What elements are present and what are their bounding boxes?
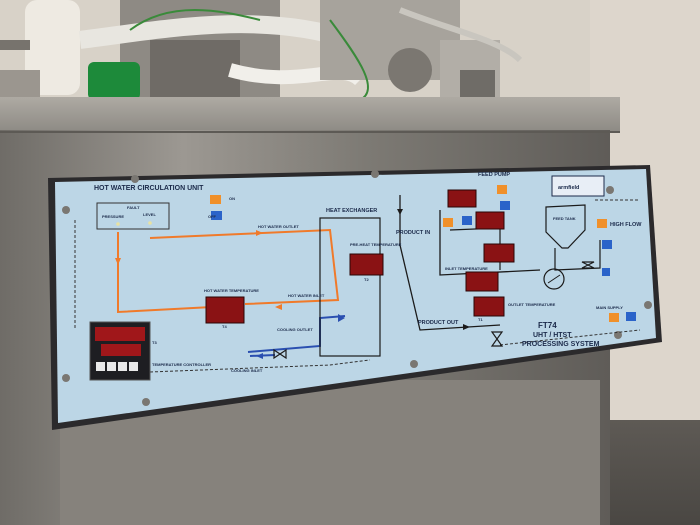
controller-key-4[interactable]: [129, 362, 138, 371]
hot-water-temperature-label: HOT WATER TEMPERATURE: [204, 288, 259, 293]
off-label: OFF: [208, 214, 217, 219]
temperature-controller-label: TEMPERATURE CONTROLLER: [152, 362, 211, 367]
display-outlet: [473, 296, 505, 317]
feed-pump-on-button[interactable]: [497, 185, 507, 194]
t4-label: T4: [222, 324, 227, 329]
hwc-on-button[interactable]: [210, 195, 221, 204]
fault-label: FAULT: [127, 205, 140, 210]
product-in-label: PRODUCT IN: [396, 230, 430, 236]
model-sub2-label: PROCESSING SYSTEM: [522, 341, 600, 348]
high-flow-off-button[interactable]: [602, 240, 612, 249]
pressure-label: PRESSURE: [102, 214, 124, 219]
feed-pump-up-button[interactable]: [443, 218, 453, 227]
display-t2: [349, 253, 384, 276]
controller-display-lower: [101, 344, 141, 356]
cooling-inlet-label: COOLING INLET: [231, 368, 263, 373]
level-lamp: [148, 221, 152, 225]
feed-pump-symbol: [543, 268, 565, 290]
display-t4: [205, 296, 245, 324]
display-p1: [447, 189, 477, 208]
main-supply-off-button[interactable]: [626, 312, 636, 321]
on-label: ON: [229, 196, 235, 201]
level-label: LEVEL: [143, 212, 156, 217]
t3-label: T3: [152, 340, 157, 345]
display-p2: [483, 243, 515, 263]
hwc-off-button[interactable]: [211, 211, 222, 220]
pressure-lamp: [116, 222, 120, 226]
feed-tank: [545, 204, 586, 249]
display-inlet: [465, 271, 499, 292]
controller-display-upper: [95, 327, 145, 341]
outlet-valve: [490, 331, 504, 347]
flow-arrows: [115, 209, 470, 359]
brand-label: armfield: [558, 185, 579, 191]
tank-valve: [581, 261, 595, 269]
product-out-label: PRODUCT OUT: [418, 320, 459, 326]
high-flow-label: HIGH FLOW: [610, 222, 642, 228]
tank-switch[interactable]: [602, 268, 610, 276]
feed-pump-down-button[interactable]: [462, 216, 472, 225]
panel-title: HOT WATER CIRCULATION UNIT: [94, 185, 204, 192]
display-speed: [475, 211, 505, 230]
outlet-temperature-label: OUTLET TEMPERATURE: [508, 302, 556, 307]
inlet-temperature-label: INLET TEMPERATURE: [445, 266, 488, 271]
controller-key-2[interactable]: [107, 362, 116, 371]
armfield-logo: [551, 175, 605, 197]
main-supply-label: MAIN SUPPLY: [596, 305, 623, 310]
model-sub-label: UHT / HTST: [533, 332, 572, 339]
high-flow-on-button[interactable]: [597, 219, 607, 228]
t2-label: T2: [364, 277, 369, 282]
feed-tank-label: FEED TANK: [553, 216, 576, 221]
feed-pump-label: FEED PUMP: [478, 172, 510, 178]
panel-buttons: [210, 185, 636, 322]
controller-key-1[interactable]: [96, 362, 105, 371]
heat-exchanger-label: HEAT EXCHANGER: [326, 208, 377, 214]
t1-label: T1: [478, 317, 483, 322]
cooling-outlet-label: COOLING OUTLET: [277, 327, 313, 332]
feed-pump-off-button[interactable]: [500, 201, 510, 210]
control-panel: [55, 169, 656, 423]
top-pipework: [0, 0, 523, 110]
pressure-level-box: [96, 202, 170, 230]
model-label: FT74: [538, 321, 557, 330]
hot-water-inlet-label: HOT WATER INLET: [288, 293, 325, 298]
pre-heat-label: PRE-HEAT TEMPERATURE: [350, 242, 402, 247]
digital-displays: [205, 189, 515, 324]
cabinet-top: [0, 97, 620, 132]
main-supply-on-button[interactable]: [609, 313, 619, 322]
controller-key-3[interactable]: [118, 362, 127, 371]
hot-water-outlet-label: HOT WATER OUTLET: [258, 224, 299, 229]
cooling-valve: [273, 348, 287, 360]
